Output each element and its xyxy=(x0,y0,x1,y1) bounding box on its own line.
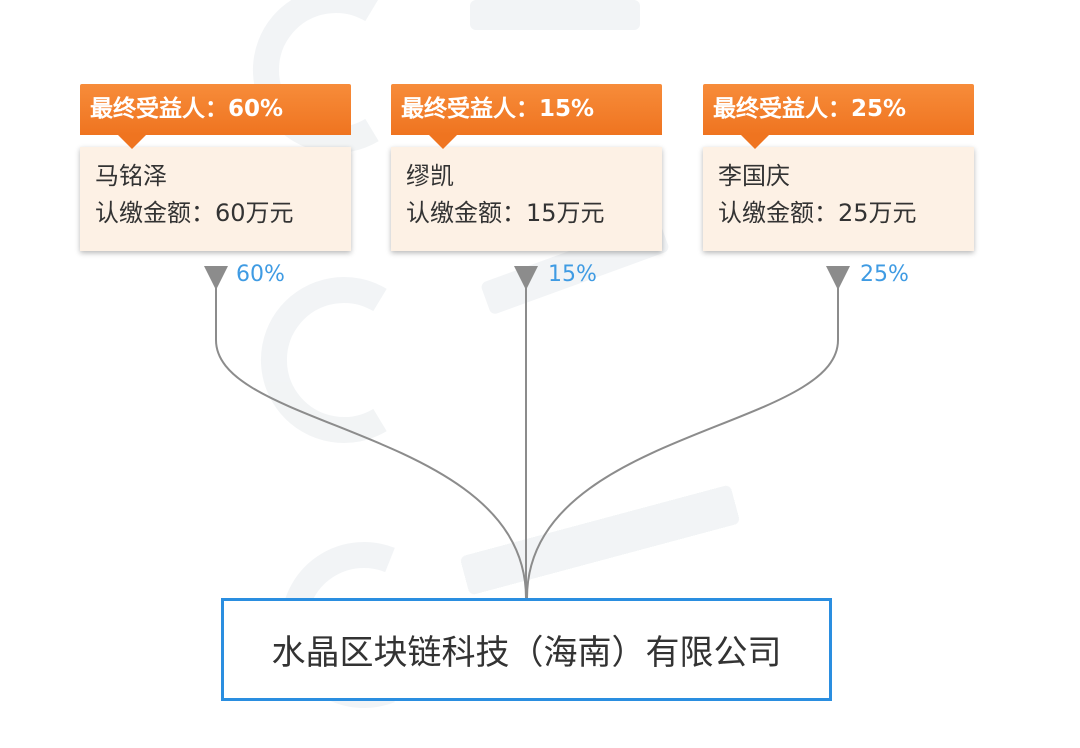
shareholder-name-1[interactable]: 马铭泽 xyxy=(95,162,167,190)
company-node[interactable]: 水晶区块链科技（海南）有限公司 xyxy=(221,598,832,701)
shareholder-card-3[interactable]: 李国庆 认缴金额：25万元 xyxy=(703,147,974,251)
shareholder-card-2[interactable]: 缪凯 认缴金额：15万元 xyxy=(391,147,662,251)
ownership-ratio-3: 25% xyxy=(860,262,909,287)
subscribed-amount-2: 认缴金额：15万元 xyxy=(406,199,605,227)
arrowhead-1 xyxy=(204,266,228,290)
shareholder-node-1[interactable]: 最终受益人：60% 马铭泽 认缴金额：60万元 xyxy=(80,84,351,251)
shareholder-name-2[interactable]: 缪凯 xyxy=(406,162,454,190)
shareholder-node-2[interactable]: 最终受益人：15% 缪凯 认缴金额：15万元 xyxy=(391,84,662,251)
connector-line-3 xyxy=(526,280,839,599)
connector-line-1 xyxy=(215,280,527,599)
ubo-tag-2: 最终受益人：15% xyxy=(391,84,662,149)
company-name[interactable]: 水晶区块链科技（海南）有限公司 xyxy=(271,633,782,673)
ubo-tag-3: 最终受益人：25% xyxy=(703,84,974,149)
shareholder-name-3[interactable]: 李国庆 xyxy=(718,162,790,190)
arrowhead-3 xyxy=(826,266,850,290)
arrowhead-2 xyxy=(514,266,538,290)
subscribed-amount-3: 认缴金额：25万元 xyxy=(718,199,917,227)
ownership-ratio-2: 15% xyxy=(548,262,597,287)
ownership-ratio-1: 60% xyxy=(236,262,285,287)
shareholder-card-1[interactable]: 马铭泽 认缴金额：60万元 xyxy=(80,147,351,251)
shareholder-node-3[interactable]: 最终受益人：25% 李国庆 认缴金额：25万元 xyxy=(703,84,974,251)
subscribed-amount-1: 认缴金额：60万元 xyxy=(95,199,294,227)
ubo-tag-1: 最终受益人：60% xyxy=(80,84,351,149)
